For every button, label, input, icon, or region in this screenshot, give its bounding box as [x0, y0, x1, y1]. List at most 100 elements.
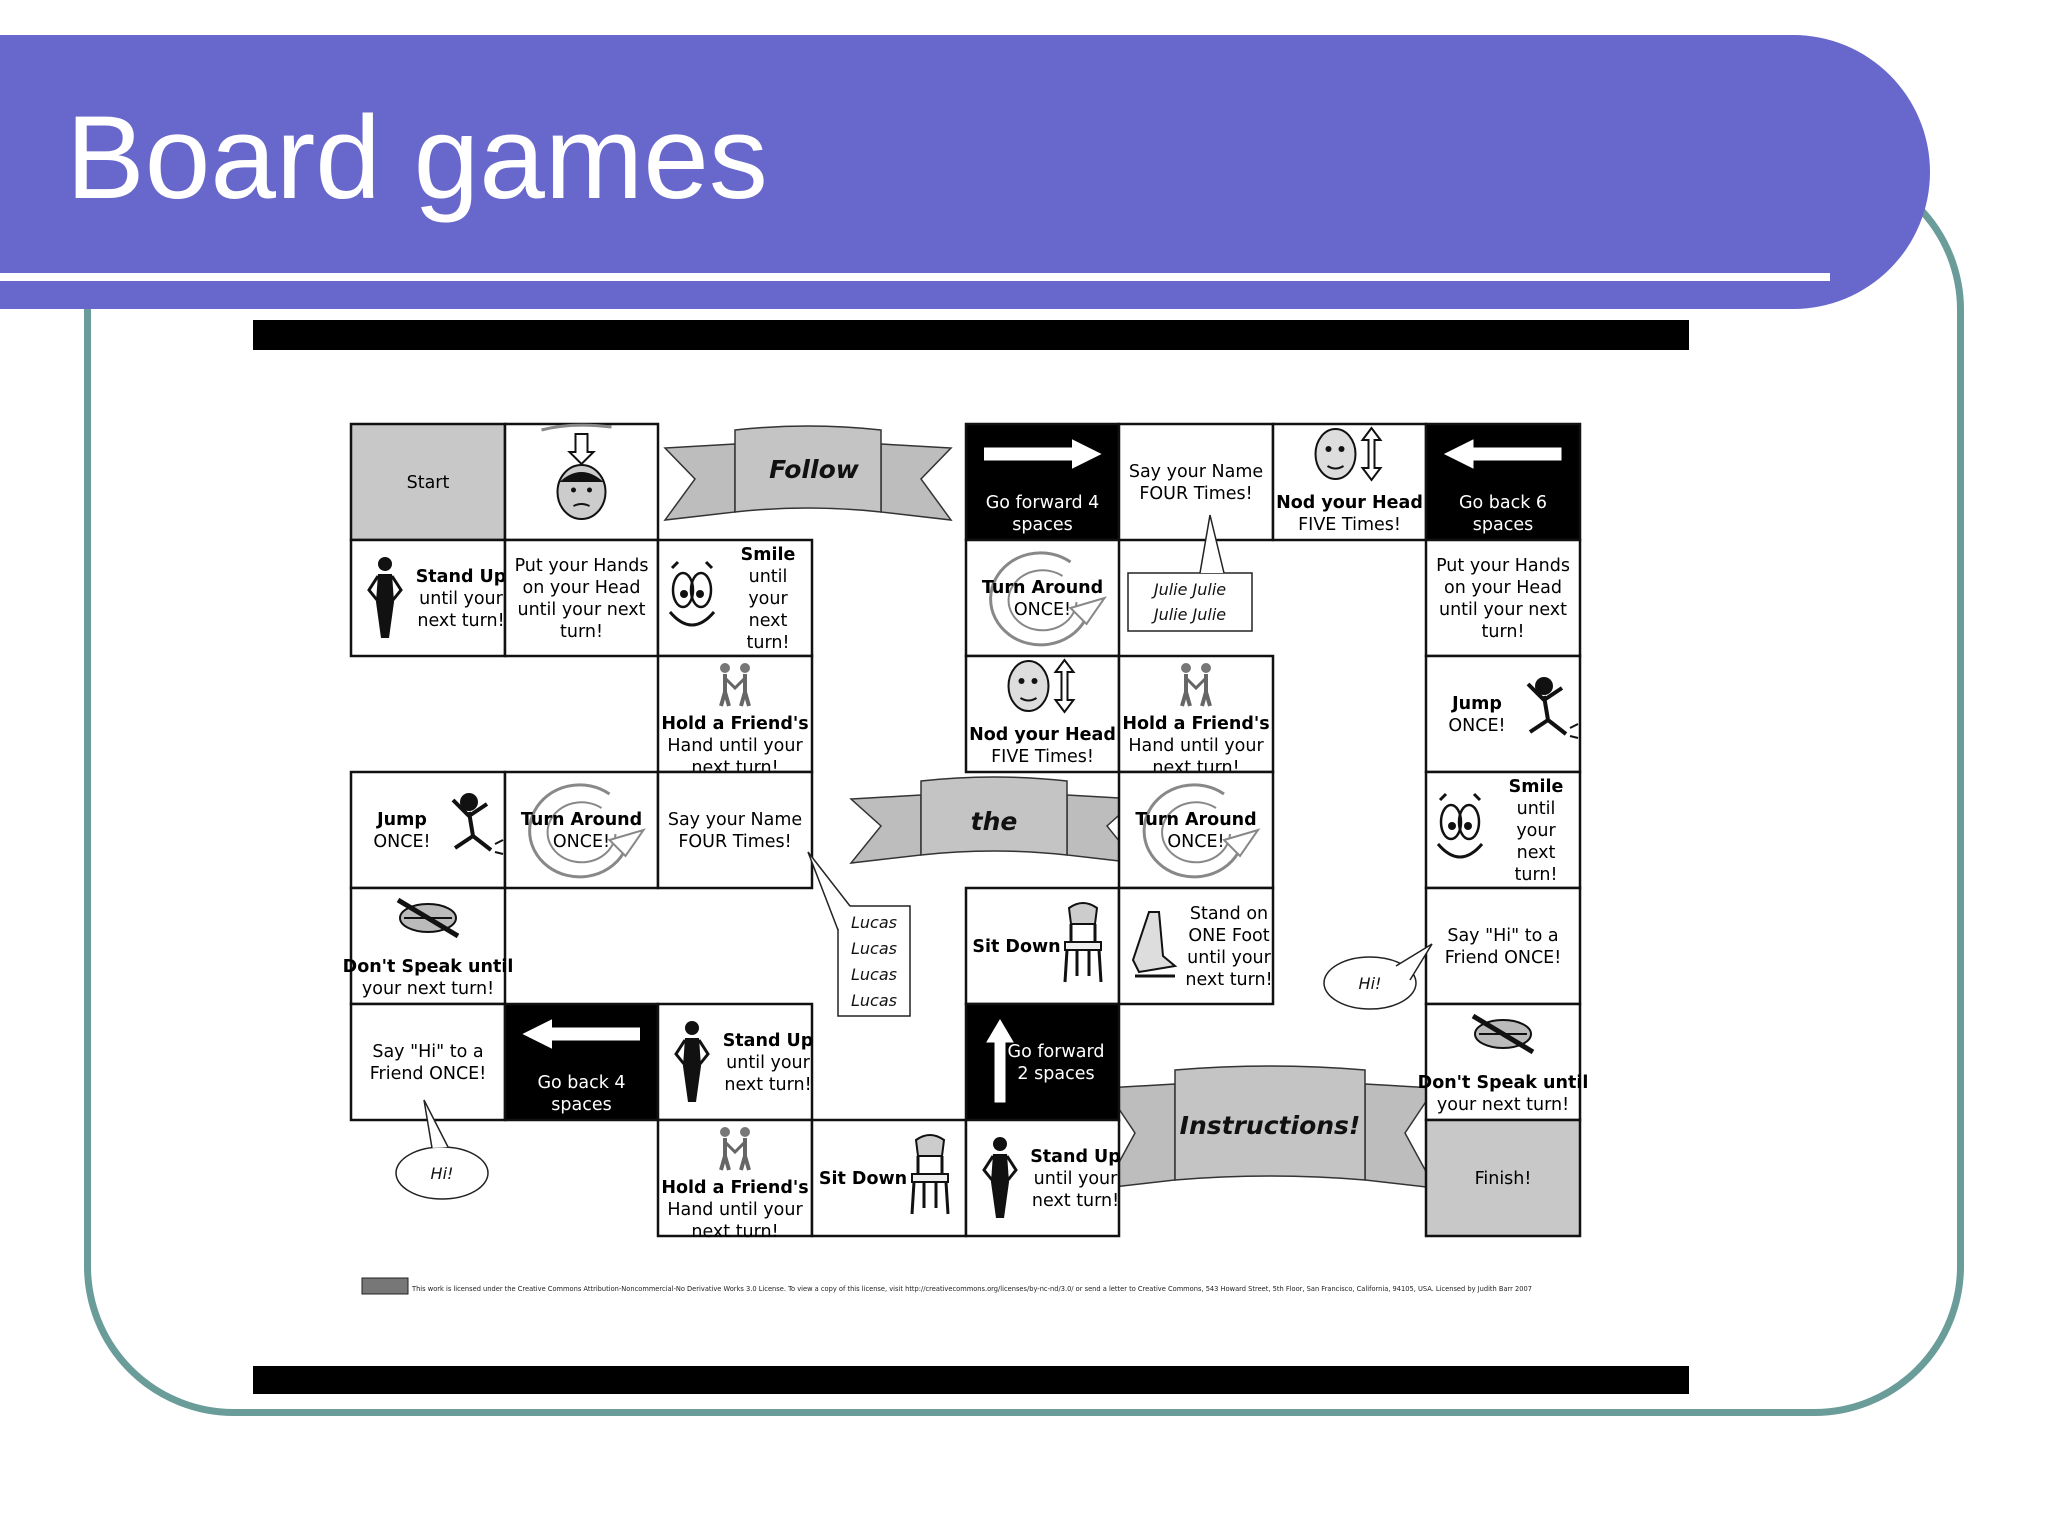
turn-around-icon: [528, 783, 646, 879]
board-cell-c12-line: Hand until your: [667, 736, 803, 756]
board-cell-c17-line: ONCE!: [553, 832, 610, 852]
board-cell-c27-line: Stand Up: [723, 1031, 814, 1051]
board-cell-c21-line: Don't Speak until: [343, 957, 514, 977]
speech-bubble-lucas-line: Lucas: [851, 965, 897, 984]
board-cell-c31: Sit Down: [810, 1118, 968, 1238]
board-cell-start-line: Start: [407, 473, 450, 493]
board-cell-c3-line: Say your Name: [1129, 462, 1263, 482]
standing-person-icon: [982, 1137, 1018, 1218]
board-cell-c12-box: [656, 654, 814, 774]
smiling-face-icon: [1436, 792, 1484, 859]
holding-hands-icon: [719, 663, 751, 707]
board-cell-c6-line: next turn!: [417, 611, 504, 631]
board-cell-c30-line: Hand until your: [667, 1200, 803, 1220]
board-cell-c23-line: Stand on: [1190, 904, 1268, 924]
banner-the-left-tail: [849, 794, 922, 864]
arrow-right-icon: [984, 439, 1102, 469]
speech-bubble-lucas-box: [837, 905, 911, 1017]
board-cell-c19-line: Turn Around: [1135, 810, 1256, 830]
board-cell-c7-line: until your next: [517, 600, 645, 620]
banner-follow-body: [734, 425, 882, 513]
banner-instructions-text: Instructions!: [1180, 1111, 1361, 1140]
board-cell-c25-line: Say "Hi" to a: [372, 1042, 483, 1062]
board-cell-c2-line: spaces: [1012, 515, 1072, 535]
board-cell-c19-box: [1117, 770, 1275, 890]
board-cell-c8-line: until: [749, 567, 788, 587]
nodding-face-icon: [1007, 658, 1076, 714]
board-cell-c6-line: Stand Up: [416, 567, 507, 587]
board-cell-c28-line: Go forward: [1008, 1042, 1105, 1062]
license-footer: This work is licensed under the Creative…: [361, 1277, 1532, 1295]
board-cell-c26-line: spaces: [551, 1095, 611, 1115]
speech-bubble-julie-line: Julie Julie: [1151, 605, 1226, 624]
board-cell-c11-line: on your Head: [1444, 578, 1562, 598]
board-cell-c28-line: 2 spaces: [1017, 1064, 1094, 1084]
nodding-face-icon: [1314, 426, 1383, 482]
board-cell-c9-line: ONCE!: [1014, 600, 1071, 620]
board-cell-c8-box: [656, 538, 814, 658]
bottom-black-bar: [253, 1366, 1689, 1394]
board-cell-c22-line: Sit Down: [972, 937, 1060, 957]
board-cell-c17-box: [503, 770, 660, 890]
banner-the: the: [849, 776, 1139, 864]
board-cell-c14-line: Hand until your: [1128, 736, 1264, 756]
board-cell-c3-line: FOUR Times!: [1139, 484, 1252, 504]
board-cell-c5-box: [1424, 422, 1582, 542]
speech-bubble-julie-box: [1127, 572, 1253, 632]
board-cell-c24-line: Say "Hi" to a: [1447, 926, 1558, 946]
board-cell-c32-line: next turn!: [1032, 1191, 1119, 1211]
board-cell-c25-line: Friend ONCE!: [370, 1064, 487, 1084]
board-cell-c9-line: Turn Around: [982, 578, 1103, 598]
board-cell-c8-line: your: [748, 589, 788, 609]
board-cell-c4-line: FIVE Times!: [1298, 515, 1401, 535]
speech-bubble-lucas-line: Lucas: [851, 939, 897, 958]
cc-license-badge-icon: [361, 1277, 409, 1295]
board-cell-c7-line: Put your Hands: [515, 556, 649, 576]
board-cell-c32-line: until your: [1034, 1169, 1118, 1189]
board-cell-c19-line: ONCE!: [1167, 832, 1224, 852]
speech-bubble-lucas-line: Lucas: [851, 913, 897, 932]
board-cell-c20-line: until: [1517, 799, 1556, 819]
no-talking-icon: [1471, 1013, 1535, 1055]
board-cell-c27-line: next turn!: [724, 1075, 811, 1095]
board-cell-c11-line: Put your Hands: [1436, 556, 1570, 576]
board-cell-c24-line: Friend ONCE!: [1445, 948, 1562, 968]
title-bar: [0, 35, 1930, 309]
board-cell-c11-box: [1424, 538, 1582, 658]
board-cell-c2-box: [964, 422, 1121, 542]
speech-bubble-julie-tail: [1199, 514, 1225, 574]
board-cell-c2-line: Go forward 4: [986, 493, 1100, 513]
board-cell-c3-box: [1117, 422, 1275, 542]
board-cell-c13-line: FIVE Times!: [991, 747, 1094, 767]
board-cell-finish-line: Finish!: [1475, 1169, 1532, 1189]
board-cell-c20-line: your: [1516, 821, 1556, 841]
board-cell-c7-line: turn!: [560, 622, 603, 642]
board-cell-c9-box: [964, 538, 1121, 658]
board-cell-c15-line: ONCE!: [1448, 716, 1505, 736]
standing-person-icon: [367, 557, 403, 638]
turn-around-icon: [989, 551, 1107, 647]
board-cell-c17-line: Turn Around: [521, 810, 642, 830]
board-cell-c6-line: until your: [419, 589, 503, 609]
board-cell-c7-line: on your Head: [522, 578, 640, 598]
speech-bubble-hi1: Hi!: [1323, 943, 1433, 1010]
